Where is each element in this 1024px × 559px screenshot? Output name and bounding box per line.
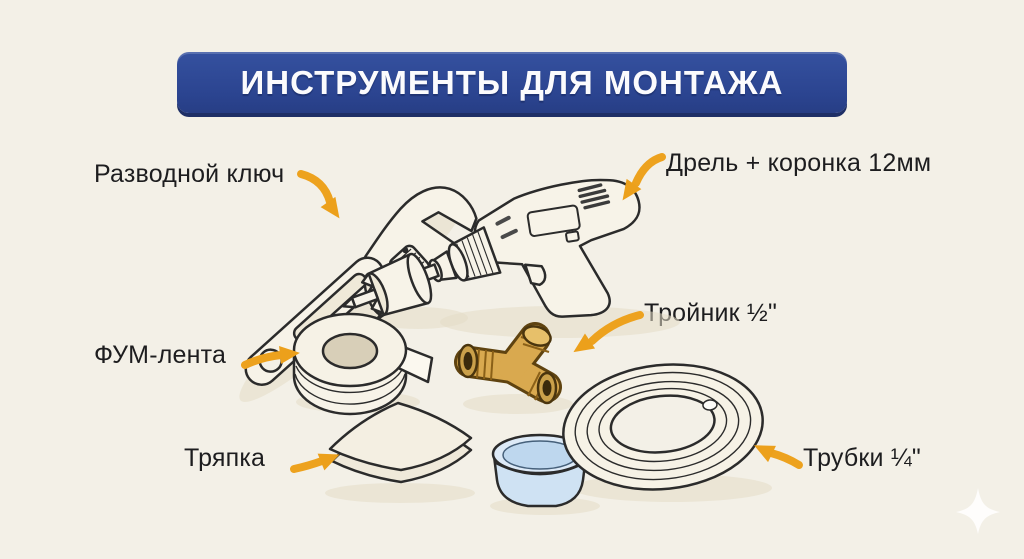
- label-tubes: Трубки ¼": [803, 444, 921, 472]
- tube-coil-illustration: [562, 363, 764, 491]
- arrow-to-tubes: [754, 445, 803, 469]
- tee-fitting-illustration: [454, 322, 562, 405]
- label-rag: Тряпка: [184, 444, 266, 472]
- drill-illustration: [473, 178, 641, 318]
- label-adjustable-wrench: Разводной ключ: [94, 160, 285, 188]
- label-drill-hole-saw: Дрель + коронка 12мм: [666, 149, 932, 177]
- arrow-to-fum-tape: [241, 346, 300, 369]
- drill-shadow: [440, 306, 680, 338]
- label-fum-tape: ФУМ-лента: [94, 341, 227, 369]
- rag-illustration: [328, 401, 473, 484]
- arrow-to-tee: [573, 311, 644, 353]
- blue-bowl-illustration: [491, 433, 589, 508]
- rag-shadow: [325, 483, 475, 503]
- arrow-to-wrench: [297, 170, 340, 219]
- arrow-to-drill: [622, 153, 666, 201]
- sparkle-icon: [956, 488, 1000, 534]
- title-banner: ИНСТРУМЕНТЫ ДЛЯ МОНТАЖА: [177, 52, 847, 113]
- hole-saw-illustration: [342, 226, 502, 321]
- arrow-to-rag: [290, 453, 340, 473]
- fum-tape-illustration: [292, 312, 434, 416]
- page-title: ИНСТРУМЕНТЫ ДЛЯ МОНТАЖА: [240, 63, 784, 101]
